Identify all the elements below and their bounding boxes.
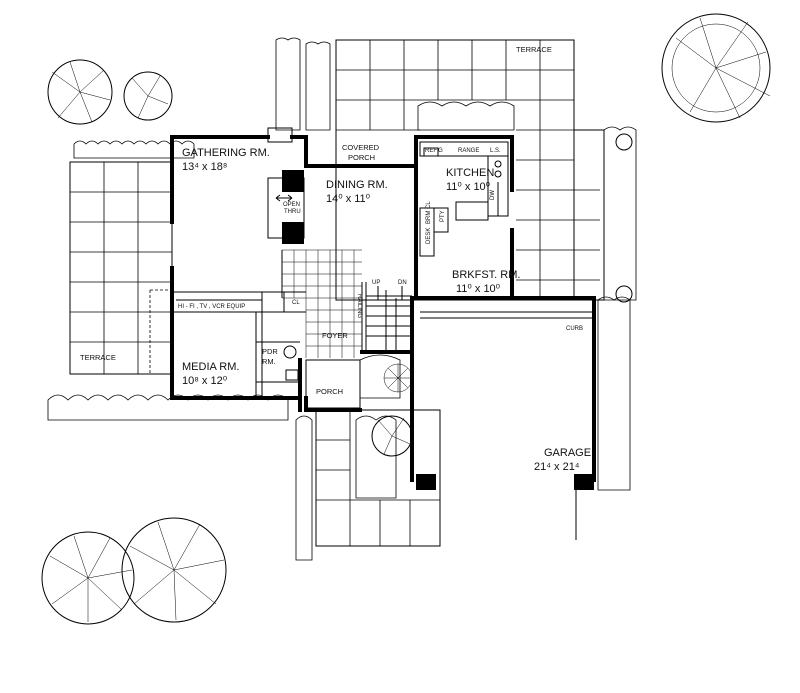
media-room-dims: 10⁸ x 12⁰ [182,375,228,387]
railing-label: RAILING [356,294,362,318]
gathering-room-dims: 13⁴ x 18⁸ [182,161,227,173]
shrub-small-1 [615,133,633,151]
tree-bottom-left-1 [41,531,135,625]
breakfast-room-dims: 11⁰ x 10⁰ [456,283,501,295]
broom-closet-label: BRM CL [426,201,432,224]
stair-down-label: DN [398,280,407,286]
shrub-small-2 [615,285,633,303]
kitchen-dims: 11⁰ x 10⁰ [446,181,491,193]
laundry-sink-label: L.S. [490,148,501,154]
tree-top-right [661,13,771,123]
interior-walls [172,141,509,409]
curb-label: CURB [566,326,583,332]
garage-label: GARAGE [544,447,591,459]
terrace-left-label: TERRACE [80,353,116,362]
gathering-room-label: GATHERING RM. [182,147,270,159]
foyer-label: FOYER [322,331,348,340]
kitchen-label: KITCHEN [446,167,494,179]
covered-porch-label-2: PORCH [348,153,375,162]
open-thru-label-1: OPEN [283,202,300,208]
dishwasher-label: DW [490,190,496,200]
tree-top-left-1 [47,59,113,125]
stair-up-label: UP [372,280,380,286]
range-label: RANGE [458,148,479,154]
pdr-room-label-1: PDR [262,347,278,356]
garage-dims: 21⁴ x 21⁴ [534,461,580,473]
terrace-left-paving [69,161,173,375]
tree-bottom-left-2 [121,517,227,623]
refrigerator-label: REF'G [425,148,443,154]
tree-top-left-2 [123,71,173,121]
pdr-room-label-2: RM. [262,357,276,366]
breakfast-room-label: BRKFST. RM. [452,269,520,281]
front-walk-paving [315,409,441,547]
covered-porch-label-1: COVERED [342,143,380,152]
open-thru-label-2: THRU [284,209,301,215]
shrub-entry-star [383,363,413,393]
fixture-labels: REF'G RANGE L.S. OPEN THRU HI - FI , TV … [178,148,583,332]
trees [41,13,771,625]
dining-room-dims: 14⁰ x 11⁰ [326,193,371,205]
pantry-label: PTY [440,210,446,222]
media-room-label: MEDIA RM. [182,361,239,373]
closet-label: CL [292,300,300,306]
terrace-top-label: TERRACE [516,45,552,54]
dining-room-label: DINING RM. [326,179,388,191]
room-labels: GATHERING RM. 13⁴ x 18⁸ COVERED PORCH DI… [80,45,591,473]
desk-label: DESK [426,228,432,244]
porch-label: PORCH [316,387,343,396]
tree-entry [371,415,413,457]
equipment-label: HI - FI , TV , VCR EQUIP [178,304,245,310]
